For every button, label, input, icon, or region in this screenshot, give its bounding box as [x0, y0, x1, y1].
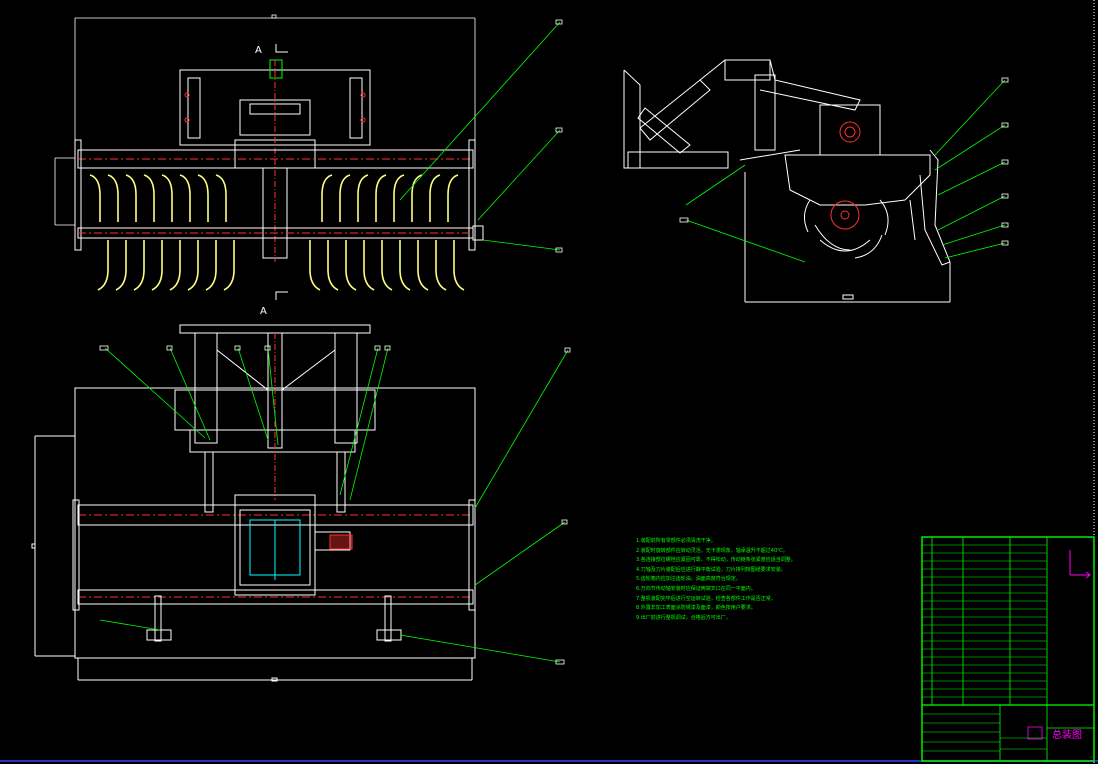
blade	[339, 174, 351, 222]
note-line: 6.万向节传动轴安装时应保证两端叉口在同一平面内。	[636, 585, 756, 592]
blade	[197, 174, 209, 222]
title-block-cells	[922, 713, 1047, 752]
note-line: 2.装配时旋转部件应转动灵活，无卡滞现象，轴承温升不超过40℃。	[636, 547, 788, 554]
blade	[187, 240, 199, 291]
blade	[375, 174, 387, 222]
blade	[151, 240, 163, 291]
blade	[179, 174, 191, 222]
blade	[133, 240, 145, 291]
parts-list-rows	[922, 544, 1047, 698]
blade	[399, 240, 411, 291]
blade	[115, 240, 127, 291]
note-line: 1.装配前所有零部件必须清洗干净。	[636, 538, 716, 544]
note-line: 3.各连接部位螺栓应紧固可靠，不得松动，传动链条张紧度应适当调整。	[636, 557, 796, 564]
blade	[205, 240, 217, 291]
blade	[321, 174, 333, 222]
section-label-top: A	[255, 45, 262, 56]
front-view-dimensions	[54, 14, 476, 226]
blade	[125, 174, 137, 222]
blade	[327, 240, 339, 291]
projection-symbol	[1069, 550, 1091, 579]
side-view	[623, 59, 951, 303]
technical-notes: 1.装配前所有零部件必须清洗干净。 2.装配时旋转部件应转动灵活，无卡滞现象，轴…	[636, 537, 926, 623]
front-view	[54, 14, 484, 300]
blade	[429, 174, 441, 222]
callout-leaders	[99, 21, 1006, 663]
rotor-blades-upper-row	[89, 174, 459, 222]
blade	[345, 240, 357, 291]
blade	[447, 174, 459, 222]
drawing-title: 总装图	[1052, 728, 1082, 741]
blade	[411, 174, 423, 222]
note-line: 5.齿轮箱内应加注齿轮油，油面高度符合规定。	[636, 576, 741, 583]
rotor-blades-lower-row	[97, 240, 465, 291]
blade	[161, 174, 173, 222]
blade	[89, 174, 101, 222]
callout-tags	[99, 19, 1009, 665]
blade	[393, 174, 405, 222]
blade	[143, 174, 155, 222]
blade	[381, 240, 393, 291]
note-line: 7.整机装配完毕后进行空运转试验，检查各部件工作是否正常。	[636, 595, 776, 602]
plan-view	[31, 324, 476, 682]
note-line: 8.外露非加工表面涂防锈漆及面漆，颜色按用户要求。	[636, 605, 756, 612]
blade	[309, 240, 321, 291]
blade	[215, 174, 227, 222]
blade	[417, 240, 429, 291]
blade	[435, 240, 447, 291]
blade	[223, 240, 235, 291]
note-line: 4.刀轴及刀片装配后应进行静平衡试验，刀片排列按图纸要求安装。	[636, 566, 786, 573]
blade	[107, 174, 119, 222]
blade	[453, 240, 465, 291]
section-label-bottom: A	[260, 306, 267, 317]
blade	[363, 240, 375, 291]
blade	[97, 240, 109, 291]
note-line: 9.出厂前进行整机调试，合格后方可出厂。	[636, 614, 731, 621]
blade	[357, 174, 369, 222]
blade	[169, 240, 181, 291]
